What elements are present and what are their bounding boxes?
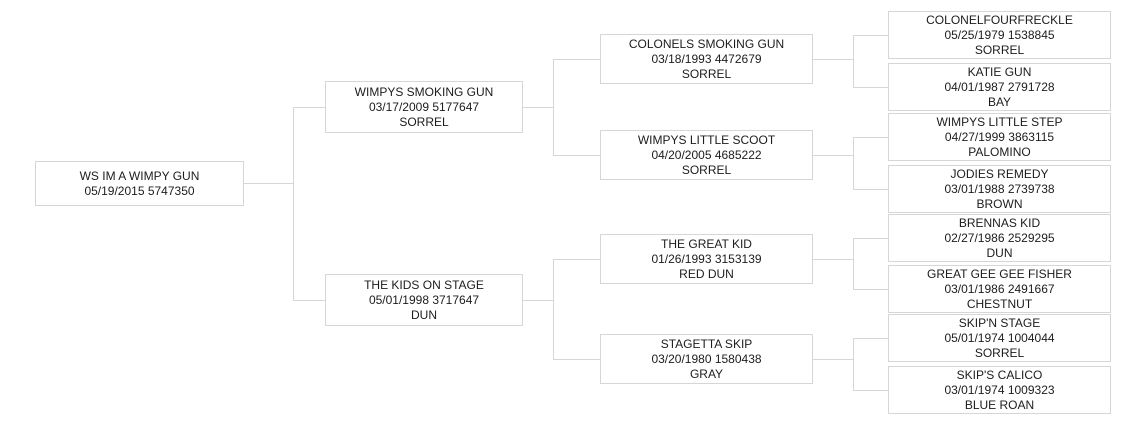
connector-line [553, 359, 600, 360]
horse-color: DUN [411, 307, 437, 322]
pedigree-node-dam-dam-dam: SKIP'S CALICO 03/01/1974 1009323 BLUE RO… [888, 366, 1111, 414]
pedigree-node-sire-sire-sire: COLONELFOURFRECKLE 05/25/1979 1538845 SO… [888, 11, 1111, 59]
connector-line [813, 155, 853, 156]
horse-color: SORREL [974, 345, 1025, 360]
horse-date-reg: 01/26/1993 3153139 [651, 251, 762, 266]
horse-date-reg: 04/20/2005 4685222 [651, 147, 762, 162]
horse-date-reg: 05/01/1998 3717647 [368, 292, 480, 307]
pedigree-node-sire-dam: WIMPYS LITTLE SCOOT 04/20/2005 4685222 S… [600, 130, 813, 180]
connector-line [293, 300, 325, 301]
horse-color: BAY [987, 94, 1012, 109]
horse-date-reg: 03/01/1986 2491667 [944, 281, 1055, 296]
pedigree-node-sire-dam-sire: WIMPYS LITTLE STEP 04/27/1999 3863115 PA… [888, 113, 1111, 161]
connector-line [853, 87, 888, 88]
horse-name: THE GREAT KID [661, 236, 752, 251]
connector-line [553, 59, 600, 60]
horse-date-reg: 04/01/1987 2791728 [944, 79, 1055, 94]
horse-name: SKIP'N STAGE [958, 315, 1041, 330]
pedigree-node-sire-sire-dam: KATIE GUN 04/01/1987 2791728 BAY [888, 63, 1111, 111]
connector-line [293, 107, 294, 301]
horse-date-reg: 03/01/1988 2739738 [944, 181, 1055, 196]
horse-name: COLONELFOURFRECKLE [926, 12, 1073, 27]
connector-line [553, 155, 600, 156]
horse-name: BRENNAS KID [958, 215, 1041, 230]
horse-date-reg: 05/19/2015 5747350 [84, 183, 195, 198]
pedigree-node-root: WS IM A WIMPY GUN 05/19/2015 5747350 [35, 161, 244, 206]
horse-color: GRAY [689, 366, 724, 381]
connector-line [853, 35, 854, 88]
connector-line [293, 107, 325, 108]
horse-date-reg: 05/01/1974 1004044 [944, 330, 1055, 345]
horse-name: KATIE GUN [967, 64, 1032, 79]
horse-name: WS IM A WIMPY GUN [79, 168, 200, 183]
horse-date-reg: 03/18/1993 4472679 [651, 51, 762, 66]
horse-name: JODIES REMEDY [950, 166, 1049, 181]
connector-line [853, 238, 888, 239]
pedigree-node-dam-sire-sire: BRENNAS KID 02/27/1986 2529295 DUN [888, 214, 1111, 262]
pedigree-node-sire-sire: COLONELS SMOKING GUN 03/18/1993 4472679 … [600, 34, 813, 84]
connector-line [553, 259, 554, 360]
horse-name: SKIP'S CALICO [956, 367, 1043, 382]
horse-color: SORREL [681, 66, 732, 81]
horse-color: DUN [986, 245, 1013, 260]
connector-line [553, 259, 600, 260]
connector-line [813, 259, 853, 260]
horse-color: SORREL [681, 162, 732, 177]
connector-line [813, 359, 853, 360]
connector-line [853, 390, 888, 391]
pedigree-node-dam-dam-sire: SKIP'N STAGE 05/01/1974 1004044 SORREL [888, 314, 1111, 362]
connector-line [853, 289, 888, 290]
connector-line [244, 183, 293, 184]
horse-name: STAGETTA SKIP [660, 336, 753, 351]
horse-name: WIMPYS LITTLE STEP [936, 114, 1063, 129]
pedigree-node-sire-dam-dam: JODIES REMEDY 03/01/1988 2739738 BROWN [888, 165, 1111, 213]
pedigree-node-dam-dam: STAGETTA SKIP 03/20/1980 1580438 GRAY [600, 334, 813, 384]
horse-color: BLUE ROAN [964, 397, 1035, 412]
connector-line [853, 137, 854, 190]
horse-date-reg: 03/20/1980 1580438 [651, 351, 762, 366]
horse-color: SORREL [974, 42, 1025, 57]
horse-name: WIMPYS LITTLE SCOOT [637, 132, 776, 147]
horse-name: WIMPYS SMOKING GUN [354, 84, 494, 99]
horse-date-reg: 03/17/2009 5177647 [368, 99, 480, 114]
connector-line [853, 35, 888, 36]
connector-line [523, 107, 553, 108]
horse-name: GREAT GEE GEE FISHER [927, 266, 1072, 281]
pedigree-node-dam-sire: THE GREAT KID 01/26/1993 3153139 RED DUN [600, 234, 813, 284]
connector-line [853, 137, 888, 138]
connector-line [813, 59, 853, 60]
horse-name: THE KIDS ON STAGE [364, 277, 484, 292]
connector-line [853, 238, 854, 290]
horse-date-reg: 04/27/1999 3863115 [944, 129, 1055, 144]
horse-color: PALOMINO [968, 144, 1031, 159]
pedigree-node-sire: WIMPYS SMOKING GUN 03/17/2009 5177647 SO… [325, 81, 523, 133]
connector-line [523, 300, 553, 301]
horse-color: BROWN [976, 196, 1023, 211]
horse-color: RED DUN [679, 266, 734, 281]
pedigree-node-dam: THE KIDS ON STAGE 05/01/1998 3717647 DUN [325, 274, 523, 326]
connector-line [853, 189, 888, 190]
horse-date-reg: 02/27/1986 2529295 [944, 230, 1055, 245]
horse-date-reg: 05/25/1979 1538845 [944, 27, 1055, 42]
connector-line [853, 338, 854, 391]
connector-line [853, 338, 888, 339]
horse-color: CHESTNUT [966, 296, 1033, 311]
pedigree-node-dam-sire-dam: GREAT GEE GEE FISHER 03/01/1986 2491667 … [888, 265, 1111, 313]
horse-date-reg: 03/01/1974 1009323 [944, 382, 1055, 397]
horse-name: COLONELS SMOKING GUN [628, 36, 785, 51]
connector-line [553, 59, 554, 156]
horse-color: SORREL [399, 114, 449, 129]
